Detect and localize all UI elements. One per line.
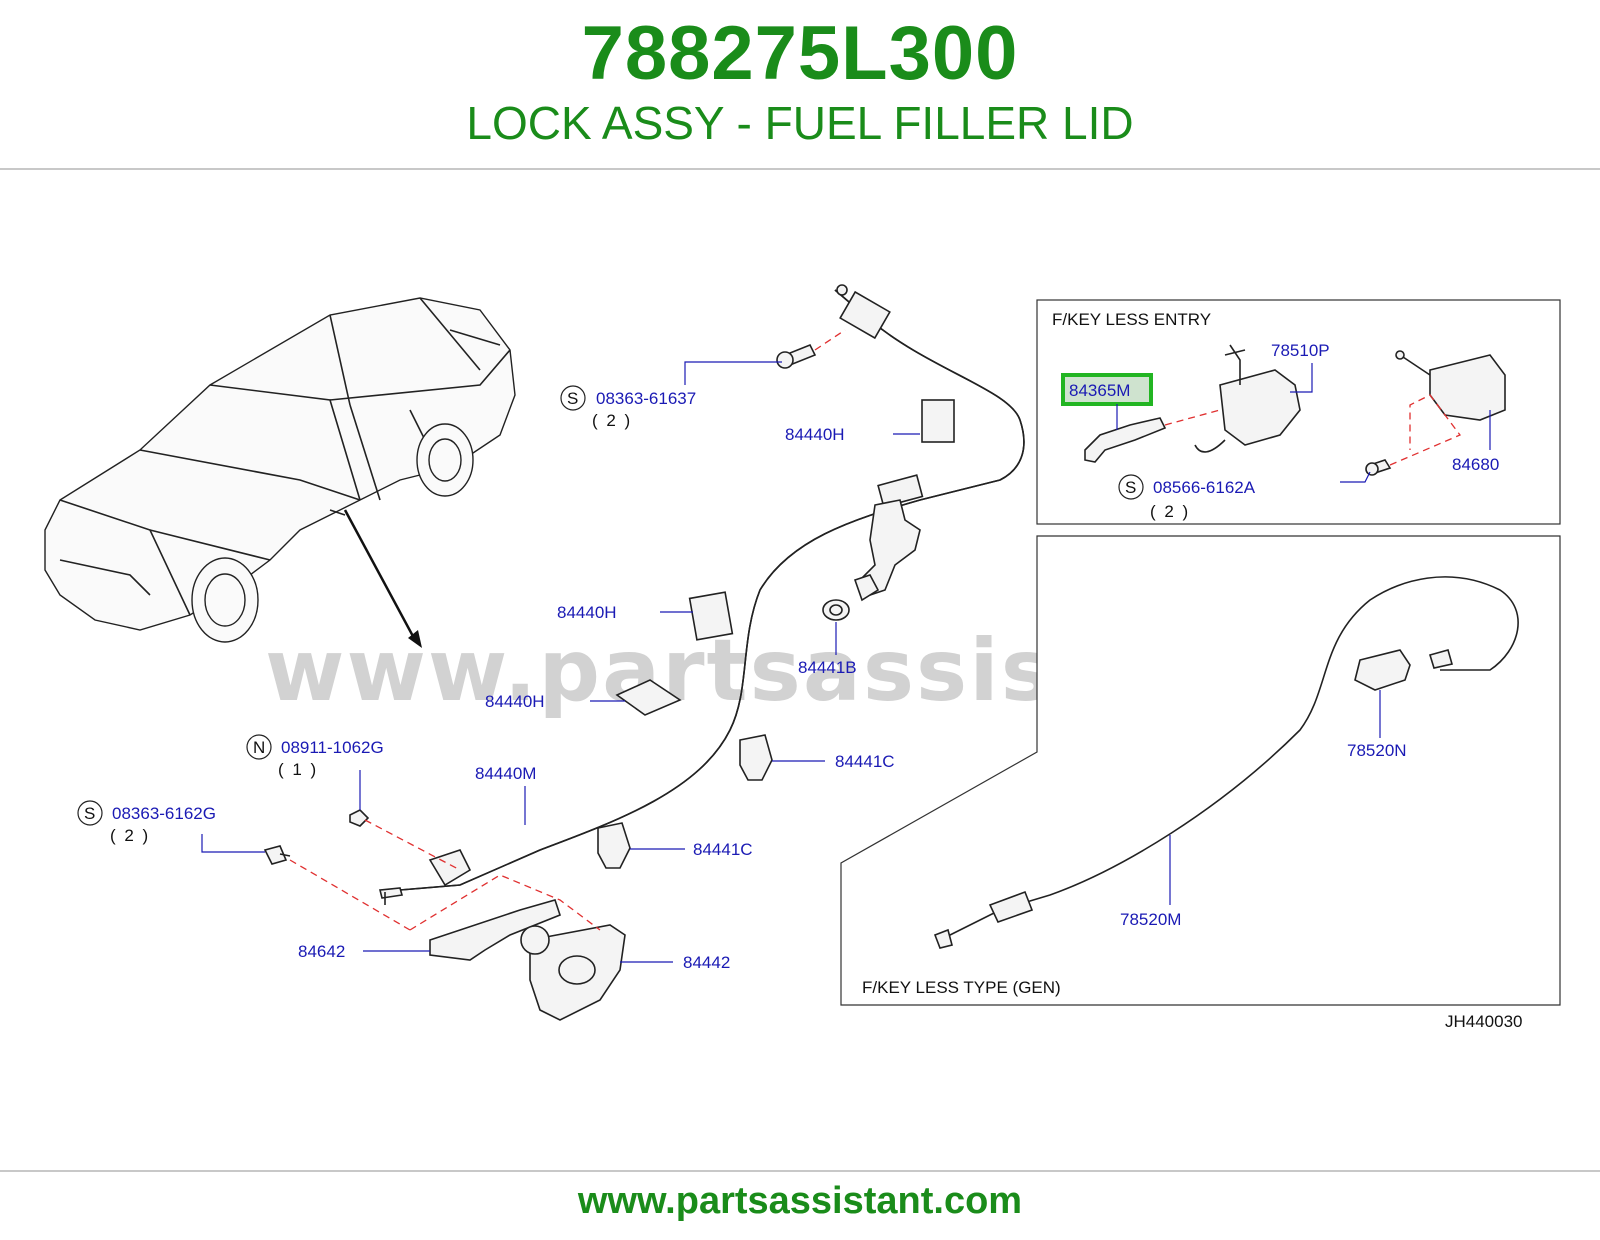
screw-circle-icon bbox=[1118, 474, 1144, 500]
nut-assembly-line bbox=[364, 819, 461, 871]
screw-top-qty: ( 2 ) bbox=[592, 411, 632, 430]
lock-cylinder bbox=[520, 925, 550, 955]
inset-type-title: F/KEY LESS TYPE (GEN) bbox=[862, 978, 1061, 997]
lever-84642 bbox=[429, 899, 561, 961]
label-08911-1062G: 08911-1062G bbox=[281, 738, 384, 757]
actuator-78510P bbox=[1219, 369, 1301, 446]
label-84365M: 84365M bbox=[1069, 381, 1130, 400]
screw-entry-qty: ( 2 ) bbox=[1150, 502, 1190, 521]
bolt-prefix: S bbox=[84, 804, 95, 823]
nut-qty: ( 1 ) bbox=[278, 760, 318, 779]
label-84680: 84680 bbox=[1452, 455, 1499, 474]
label-84440H-1: 84440H bbox=[785, 425, 845, 444]
nut-08911-1062G bbox=[349, 809, 370, 827]
parts-diagram: www.partsassistant.com bbox=[0, 170, 1600, 1170]
inset-keyless-type: F/KEY LESS TYPE (GEN) bbox=[840, 535, 1561, 1006]
label-84440M: 84440M bbox=[475, 764, 536, 783]
nut-circle-icon bbox=[246, 734, 272, 760]
label-78510P: 78510P bbox=[1271, 341, 1330, 360]
bolt-08363-6162G bbox=[263, 845, 291, 865]
highlight-box bbox=[1061, 373, 1153, 406]
base-hole bbox=[558, 955, 596, 985]
pad-84440H-3 bbox=[615, 679, 682, 716]
car-illustration bbox=[44, 297, 516, 643]
footer-url[interactable]: www.partsassistant.com bbox=[577, 1180, 1023, 1222]
part-number: 788275L300 bbox=[581, 11, 1019, 96]
clip-84441C-2 bbox=[597, 822, 631, 869]
page-header: 788275L300 LOCK ASSY - FUEL FILLER LID bbox=[0, 0, 1600, 170]
leader-78510P bbox=[1290, 363, 1313, 393]
footer-divider bbox=[0, 1170, 1600, 1172]
inset-keyless-entry: F/KEY LESS ENTRY bbox=[1036, 299, 1561, 525]
label-08363-6162G: 08363-6162G bbox=[112, 804, 216, 823]
label-84441B: 84441B bbox=[798, 658, 857, 677]
diagram-canvas: www.partsassistant.com bbox=[44, 284, 1561, 1031]
lever-assembly-line bbox=[409, 874, 601, 931]
screw-08363-61637 bbox=[776, 329, 846, 369]
location-arrow bbox=[343, 509, 422, 648]
connector-84365M bbox=[1084, 417, 1167, 463]
part-description: LOCK ASSY - FUEL FILLER LID bbox=[466, 97, 1134, 149]
bolt-qty: ( 2 ) bbox=[110, 826, 150, 845]
opener-cable-84440M bbox=[378, 284, 1025, 905]
pad-84440H-1 bbox=[921, 399, 955, 443]
label-84442: 84442 bbox=[683, 953, 730, 972]
screw-entry-prefix: S bbox=[1125, 478, 1136, 497]
label-08363-61637: 08363-61637 bbox=[596, 389, 696, 408]
label-78520N: 78520N bbox=[1347, 741, 1407, 760]
clip-84441C-1 bbox=[739, 734, 773, 781]
leader-screw-top bbox=[684, 361, 782, 385]
pad-84440H-2 bbox=[688, 591, 734, 641]
header-divider bbox=[0, 168, 1600, 170]
clip-78520N bbox=[1354, 649, 1411, 691]
label-84440H-3: 84440H bbox=[485, 692, 545, 711]
highlight-fill bbox=[1065, 377, 1149, 402]
grommet-84441B bbox=[822, 599, 850, 621]
screw-top-prefix: S bbox=[567, 389, 578, 408]
label-08566-6162A: 08566-6162A bbox=[1153, 478, 1256, 497]
label-84441C-1: 84441C bbox=[835, 752, 895, 771]
screw-top-circle-icon bbox=[560, 385, 586, 411]
leader-bolt bbox=[201, 834, 265, 853]
nut-prefix: N bbox=[253, 738, 265, 757]
label-84440H-2: 84440H bbox=[557, 603, 617, 622]
leader-screw-entry bbox=[1340, 471, 1371, 483]
inset-entry-title: F/KEY LESS ENTRY bbox=[1052, 310, 1211, 329]
label-84441C-2: 84441C bbox=[693, 840, 753, 859]
label-78520M: 78520M bbox=[1120, 910, 1181, 929]
bolt-circle-icon bbox=[77, 800, 103, 826]
diagram-code: JH440030 bbox=[1445, 1012, 1523, 1031]
label-84642: 84642 bbox=[298, 942, 345, 961]
